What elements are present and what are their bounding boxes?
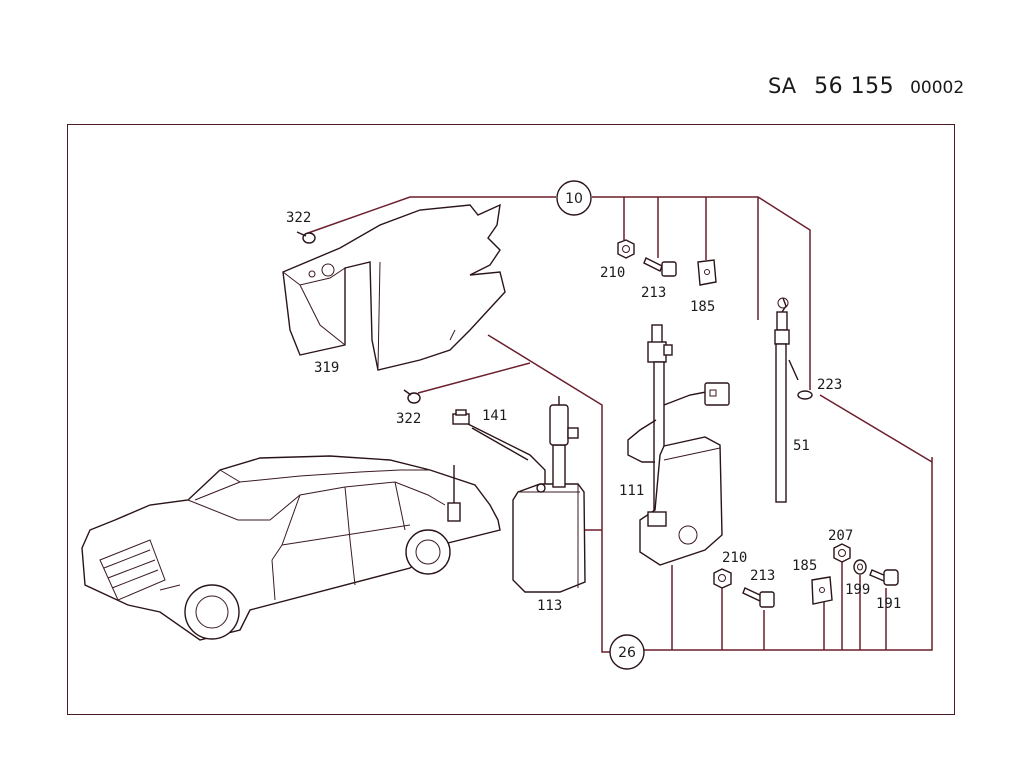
clip-322-top [296,231,316,244]
clip-185-bottom [811,576,833,605]
leader-lines [307,196,933,653]
clip-185-top [697,259,717,286]
label-319: 319 [314,360,339,376]
label-207: 207 [828,528,853,544]
vehicle-illustration [81,455,501,641]
label-185-bottom: 185 [792,558,817,574]
drawing-header: SA 56 155 00002 [768,74,964,99]
drawing-group-number: 56 155 [814,74,895,99]
drawing-frame [67,124,955,715]
label-210-bottom: 210 [722,550,747,566]
label-213-bottom: 213 [750,568,775,584]
nozzle-hose-51 [774,297,813,503]
nut-207 [833,543,851,563]
label-322-middle: 322 [396,411,421,427]
nut-210-top [617,239,635,259]
label-113: 113 [537,598,562,614]
drawing-prefix: SA [768,74,797,98]
clip-322-middle [403,389,421,404]
label-213-top: 213 [641,285,666,301]
reservoir-113 [512,396,586,593]
label-223: 223 [817,377,842,393]
callout-26-label: 26 [618,645,636,661]
drawing-sequence-number: 00002 [910,78,965,98]
insulation-cover-319 [282,203,506,371]
label-191: 191 [876,596,901,612]
callout-26: 26 [609,634,645,670]
part-labels: 322 319 322 141 113 210 213 185 223 51 1… [286,210,901,614]
label-141: 141 [482,408,507,424]
label-111: 111 [619,483,644,499]
callout-10-label: 10 [565,191,583,207]
callout-10: 10 [556,180,592,216]
washer-199 [853,559,867,575]
screw-191 [869,569,899,586]
label-185-top: 185 [690,299,715,315]
label-322-top: 322 [286,210,311,226]
bolt-213-bottom [742,587,775,608]
connector-141 [452,409,546,486]
label-51: 51 [793,438,810,454]
label-199: 199 [845,582,870,598]
bolt-213-top [643,257,677,277]
pump-111 [627,324,730,566]
nut-210-bottom [713,568,732,589]
label-210-top: 210 [600,265,625,281]
